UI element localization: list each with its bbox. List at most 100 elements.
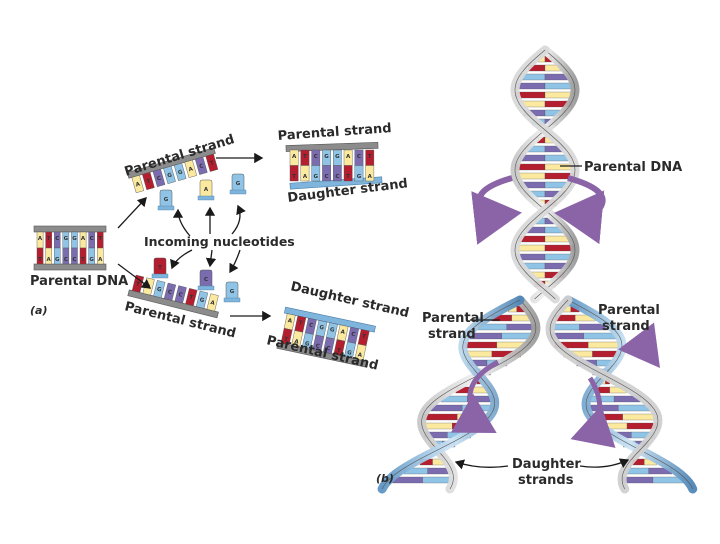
helix-base <box>423 413 458 421</box>
left-parental-label-1: Parental <box>422 311 484 326</box>
base-letter: C <box>156 175 162 182</box>
base-letter: G <box>319 325 325 332</box>
base-letter: A <box>210 300 216 307</box>
nucleotide-sugar <box>151 273 169 279</box>
base-letter: G <box>346 350 352 357</box>
base-letter: A <box>81 236 86 242</box>
strand-base <box>152 168 166 188</box>
base-letter: G <box>72 236 77 242</box>
base-letter: A <box>346 154 351 160</box>
base-letter: T <box>361 334 366 341</box>
strand-base <box>153 280 166 299</box>
base-letter: C <box>315 343 320 350</box>
base-letter: G <box>199 297 205 304</box>
base-pair-bottom <box>96 247 104 265</box>
strand-base <box>205 153 219 172</box>
base-letter: T <box>146 178 151 185</box>
base-pair-bottom <box>354 343 367 361</box>
base-pair-bottom <box>323 337 335 354</box>
arrow-up-path <box>117 197 147 229</box>
base-pair-bottom <box>62 247 70 265</box>
base-letter: A <box>47 257 52 263</box>
base-pair-bottom <box>344 341 356 359</box>
strand-base <box>174 285 187 304</box>
base-letter: G <box>313 174 318 180</box>
base-letter: A <box>135 181 141 188</box>
strand-base <box>206 293 219 312</box>
base-letter: G <box>156 287 162 294</box>
arrow-nucleotide-4 <box>170 249 193 270</box>
base-pair-bottom <box>312 334 325 352</box>
strand-base <box>184 159 197 178</box>
daughter-label-2: strands <box>518 473 574 488</box>
helix-backbone-edge <box>514 49 576 300</box>
panel-b-diagram: Parental DNA Parental strand Parental st… <box>376 45 698 494</box>
helix-backbone-edge <box>567 299 693 490</box>
base-letter: T <box>189 295 194 302</box>
base-pair-bottom <box>311 165 321 182</box>
arrow-nucleotide-1 <box>172 208 191 237</box>
base-pair-bottom <box>343 165 353 182</box>
parental-dna-label: Parental DNA <box>30 274 128 289</box>
base-pair-bottom <box>71 247 78 265</box>
base-pair-bottom <box>289 165 299 182</box>
daughter-arrow-left <box>454 459 509 470</box>
base-letter: G <box>304 341 310 348</box>
arrow-nucleotide-6 <box>229 249 241 274</box>
base-letter: A <box>188 166 194 173</box>
strand-base <box>142 171 155 191</box>
base-pair-bottom <box>79 247 87 265</box>
base-letter: C <box>335 174 339 180</box>
base-pair-bottom <box>354 165 364 182</box>
strand-base <box>194 156 208 175</box>
base-letter: C <box>55 236 59 242</box>
incoming-nucleotides-label: Incoming nucleotides <box>144 234 295 249</box>
base-pair-bottom <box>54 247 61 265</box>
base-letter: G <box>230 289 235 295</box>
upper-right-parental-strand-label: Parental strand <box>277 121 392 144</box>
base-letter: T <box>47 236 51 242</box>
strand-base <box>173 162 187 181</box>
base-pair-bottom <box>333 339 346 357</box>
arrow-down-path <box>117 263 152 289</box>
right-parental-label-1: Parental <box>598 303 660 318</box>
base-letter: T <box>368 154 372 160</box>
daughter-arrow-right <box>579 458 630 468</box>
helix-backbone-edge <box>549 299 659 490</box>
base-pair-bottom <box>45 247 52 265</box>
base-letter: T <box>298 320 303 327</box>
base-letter: C <box>72 257 76 263</box>
parental-double-helix <box>510 45 580 304</box>
base-pair-bottom <box>300 165 310 182</box>
nucleotide-sugar <box>197 285 215 291</box>
nucleotide-sugar <box>229 189 247 195</box>
parental-dna-label-b: Parental DNA <box>584 160 682 175</box>
base-letter: C <box>351 331 356 338</box>
rotation-arrow-far-right <box>617 322 661 368</box>
nucleotide-sugar <box>197 195 215 201</box>
rotation-arrow-lower-left <box>450 359 500 433</box>
strand-base <box>163 282 177 301</box>
helix-base <box>622 413 657 421</box>
nucleotide-sugar <box>157 205 175 211</box>
base-letter: C <box>326 346 331 353</box>
base-letter: C <box>178 292 183 299</box>
base-letter: G <box>324 154 329 160</box>
base-letter: G <box>89 257 94 263</box>
base-letter: C <box>325 174 329 180</box>
base-letter: G <box>357 174 362 180</box>
base-letter: G <box>177 169 183 176</box>
helix-backbone-edge <box>421 299 537 490</box>
panel-a-label: (a) <box>30 304 47 317</box>
base-letter: C <box>64 257 68 263</box>
base-letter: T <box>81 257 85 263</box>
rotation-arrow-lower-right <box>570 376 616 448</box>
arrow-nucleotide-5 <box>205 249 217 268</box>
base-pair-bottom <box>36 247 44 265</box>
rotation-arrow-left <box>471 175 522 245</box>
base-letter: C <box>357 154 361 160</box>
